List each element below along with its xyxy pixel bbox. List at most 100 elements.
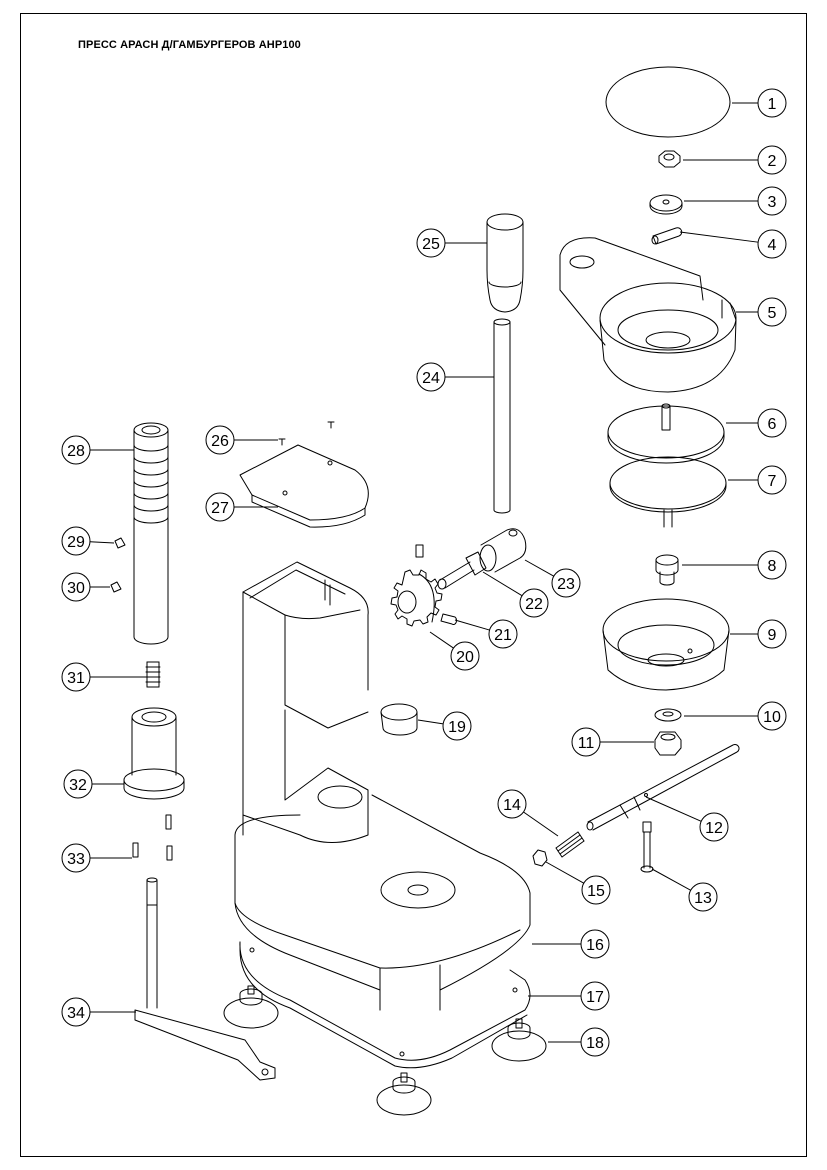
callout-number: 4 [768,237,777,254]
callout-number: 29 [67,534,85,551]
callout-30: 30 [61,572,91,602]
callout-12: 12 [699,812,729,842]
part-2-nut [658,150,681,168]
callout-31: 31 [61,662,91,692]
callout-circle [757,145,787,175]
callout-number: 12 [705,820,723,837]
callout-circle [61,526,91,556]
part-29-screw [114,537,126,549]
leader-line-29 [89,541,115,544]
callout-circle [61,997,91,1027]
callout-25: 25 [416,228,446,258]
leader-line-22 [482,571,523,597]
callout-22: 22 [519,588,549,618]
leader-line-21 [454,619,490,631]
callout-28: 28 [61,435,91,465]
callout-circle [61,572,91,602]
callout-circle [757,297,787,327]
callout-number: 17 [586,989,604,1006]
callout-number: 13 [694,890,712,907]
callout-circle [205,425,235,455]
part-12-shaft-rod [586,744,740,831]
callout-circle [519,588,549,618]
callout-circle [442,711,472,741]
callout-circle [757,701,787,731]
callout-number: 33 [67,851,85,868]
part-18-foot-c [376,1072,432,1116]
callout-number: 19 [448,719,466,736]
callout-18: 18 [580,1027,610,1057]
part-15-nut [532,849,548,867]
callout-circle [757,619,787,649]
callout-15: 15 [581,875,611,905]
callout-11: 11 [571,727,601,757]
callout-leaders [89,102,759,1043]
callout-9: 9 [757,619,787,649]
callout-circle [416,228,446,258]
callout-32: 32 [63,769,93,799]
part-9-mould-bowl [602,598,730,691]
callout-number: 7 [768,473,777,490]
part-34-lever-bar [134,877,276,1081]
leader-line-20 [429,631,454,649]
callout-7: 7 [757,465,787,495]
callout-21: 21 [488,619,518,649]
callout-number: 11 [578,735,595,752]
part-22-pinion-shaft [437,551,487,590]
callout-circle [488,619,518,649]
part-32-flanged-sleeve [123,707,185,800]
callout-number: 1 [768,96,777,113]
callout-circle [699,812,729,842]
callout-circle [61,435,91,465]
callout-number: 5 [768,305,777,322]
callout-circle [580,981,610,1011]
leader-line-12 [645,796,702,822]
diagram-title: ПРЕСС АРАСН Д/ГАМБУРГЕРОВ АНР100 [78,39,301,51]
callout-number: 22 [525,596,543,613]
callout-circle [205,492,235,522]
callout-29: 29 [61,526,91,556]
callout-number: 3 [768,194,777,211]
callout-number: 34 [67,1005,85,1022]
callout-27: 27 [205,492,235,522]
callout-circle [497,789,527,819]
part-7-press-disc [609,456,727,528]
part-21-pin [415,544,457,625]
callout-labels: 1234567891011121314151617181920212223242… [61,88,787,1057]
callout-34: 34 [61,997,91,1027]
callout-5: 5 [757,297,787,327]
part-1-cover-disc [605,66,731,138]
callout-circle [551,568,581,598]
part-10-washer [654,708,682,722]
callout-1: 1 [757,88,787,118]
callout-23: 23 [551,568,581,598]
part-31-spring [145,661,161,688]
callout-number: 23 [557,576,575,593]
part-19-ring [380,703,418,736]
callout-number: 6 [768,416,777,433]
callout-number: 15 [587,883,605,900]
callout-circle [61,843,91,873]
callout-3: 3 [757,186,787,216]
callout-number: 26 [211,433,229,450]
part-30-screw [110,581,122,593]
callout-circle [450,641,480,671]
callout-circle [757,88,787,118]
callout-number: 24 [422,370,440,387]
callout-circle [581,875,611,905]
part-17-base-plate [239,941,531,1069]
callout-circle [63,769,93,799]
leader-line-23 [524,559,555,577]
callout-10: 10 [757,701,787,731]
page-frame [20,13,807,1157]
callout-number: 16 [586,937,604,954]
callout-circle [580,929,610,959]
part-28-threaded-column [133,422,169,645]
part-18-foot-b [491,1018,547,1062]
part-18-foot-a [223,985,279,1029]
callout-number: 8 [768,558,777,575]
callout-4: 4 [757,229,787,259]
callout-16: 16 [580,929,610,959]
part-11-nut [654,731,682,756]
part-3-washer [649,194,683,215]
